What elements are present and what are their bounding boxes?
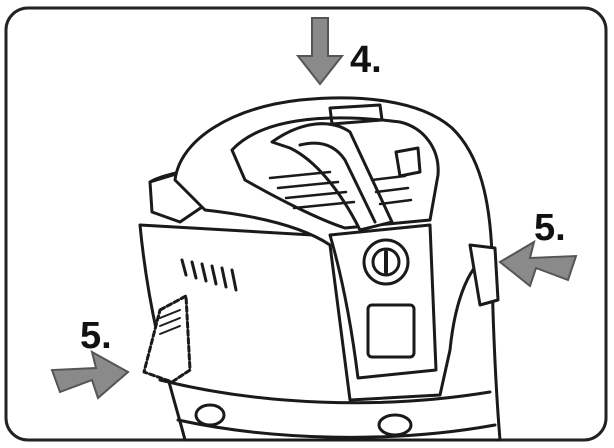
carry-handle-inner xyxy=(298,141,377,224)
tank-foot-right xyxy=(377,413,413,437)
step-label-left: 5. xyxy=(80,315,112,357)
side-latch xyxy=(142,294,192,384)
top-latch xyxy=(394,146,422,178)
step-label-right: 5. xyxy=(534,207,566,249)
vent-grille xyxy=(268,170,413,210)
tank-lower-curve-2 xyxy=(176,418,497,439)
display-window xyxy=(366,303,416,359)
tank-foot-left xyxy=(194,403,226,427)
tank-lower-curve xyxy=(158,378,492,405)
step-label-top: 4. xyxy=(350,39,382,81)
right-bracket xyxy=(468,243,500,307)
arrow-down-icon xyxy=(295,17,345,86)
latch-grip-lines xyxy=(159,309,181,335)
arrow-left-icon xyxy=(498,239,578,288)
carry-handle xyxy=(270,122,394,232)
arrow-right-icon xyxy=(50,350,130,400)
side-vents xyxy=(180,258,238,292)
top-rim-clip xyxy=(328,103,384,126)
appliance-illustration xyxy=(138,96,502,442)
